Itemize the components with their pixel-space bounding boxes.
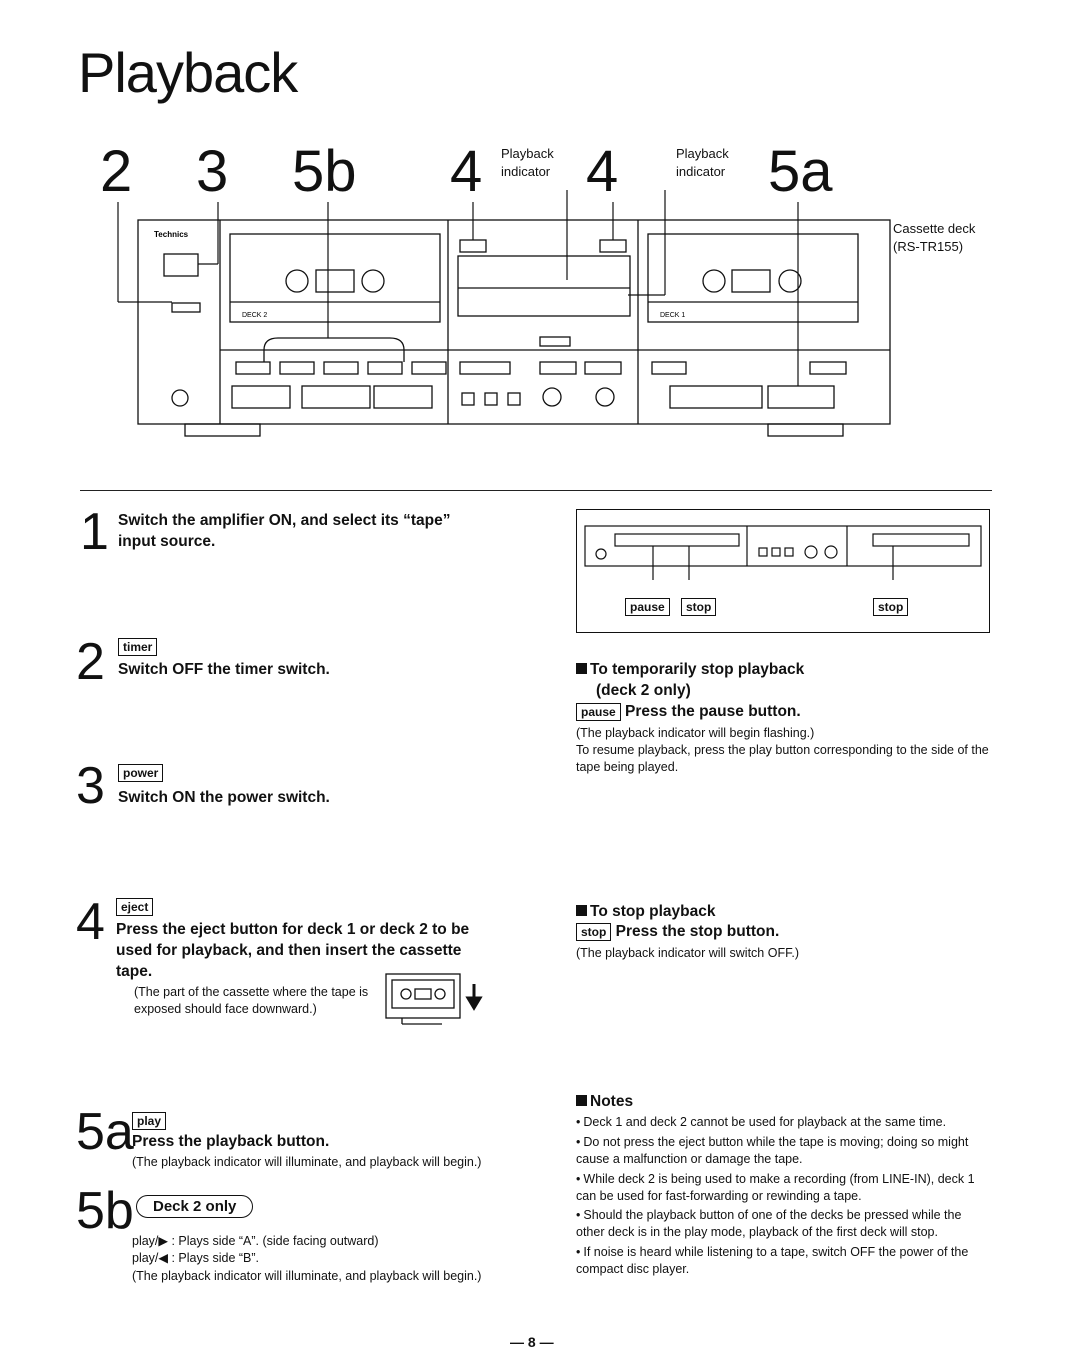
pause-heading-sub: (deck 2 only) [596, 682, 691, 699]
panel-front-drawing [584, 525, 982, 580]
pause-note-1: (The playback indicator will begin flash… [576, 726, 815, 740]
step-5b-line1: play/▶ : Plays side “A”. (side facing ou… [132, 1234, 379, 1248]
step-5a-note: (The playback indicator will illuminate,… [132, 1155, 482, 1169]
notes-list: Deck 1 and deck 2 cannot be used for pla… [576, 1114, 992, 1281]
step-2-number: 2 [76, 633, 105, 691]
button-panel-illustration: pause stop stop [576, 509, 990, 633]
callout-2: 2 [100, 139, 133, 204]
bullet-square-icon [576, 905, 587, 916]
step-5b-note: (The playback indicator will illuminate,… [132, 1269, 482, 1283]
note-item: If noise is heard while listening to a t… [576, 1244, 992, 1278]
note-item: Do not press the eject button while the … [576, 1134, 992, 1168]
bullet-square-icon [576, 663, 587, 674]
step-4-text: Press the eject button for deck 1 or dec… [116, 921, 470, 980]
pause-key-label: pause [576, 703, 621, 721]
callout-4-right: 4 [586, 139, 619, 204]
step-5b-line2: play/◀ : Plays side “B”. [132, 1251, 260, 1265]
callout-5b: 5b [292, 139, 357, 204]
section-divider [80, 490, 992, 491]
callout-4-left: 4 [450, 139, 483, 204]
device-label: Cassette deck (RS-TR155) [893, 221, 976, 254]
step-4-note: (The part of the cassette where the tape… [134, 985, 369, 1016]
step-4-number: 4 [76, 893, 105, 951]
pause-note-2: To resume playback, press the play butto… [576, 743, 989, 774]
pause-button-label: pause [625, 598, 670, 616]
step-3-text: Switch ON the power switch. [118, 789, 330, 806]
eject-key-label: eject [116, 898, 154, 916]
step-1-text: Switch the amplifier ON, and select its … [118, 512, 451, 550]
notes-heading: Notes [576, 1092, 633, 1113]
cassette-deck-illustration: Technics DECK 2 DECK 1 [117, 190, 891, 437]
deck2-label: DECK 2 [242, 312, 267, 319]
callout-5a: 5a [768, 139, 833, 204]
note-item: While deck 2 is being used to make a rec… [576, 1171, 992, 1205]
deck1-label: DECK 1 [660, 312, 685, 319]
play-key-label: play [132, 1112, 167, 1130]
stop-button-label-deck1: stop [873, 598, 909, 616]
page-title: Playback [78, 41, 298, 104]
deck2-only-badge: Deck 2 only [136, 1195, 254, 1218]
step-3-number: 3 [76, 757, 105, 815]
timer-key-label: timer [118, 638, 158, 656]
step-1-number: 1 [80, 503, 109, 561]
playback-indicator-label-left: Playback indicator [501, 146, 554, 179]
stop-heading: To stop playback [576, 902, 715, 923]
stop-note: (The playback indicator will switch OFF.… [576, 946, 799, 960]
playback-indicator-label-right: Playback indicator [676, 146, 729, 179]
brand-logo: Technics [154, 230, 189, 239]
stop-action: stop Press the stop button. [576, 922, 779, 943]
stop-button-label-deck2: stop [681, 598, 717, 616]
bullet-square-icon [576, 1095, 587, 1106]
step-5a-text: Press the playback button. [132, 1133, 330, 1150]
stop-key-label: stop [576, 923, 612, 941]
power-key-label: power [118, 764, 164, 782]
note-item: Should the playback button of one of the… [576, 1207, 992, 1241]
page-number: — 8 — [510, 1334, 554, 1350]
pause-heading: To temporarily stop playback [576, 660, 804, 681]
cassette-insert-illustration [385, 973, 483, 1025]
step-5b-number: 5b [76, 1182, 134, 1240]
pause-action: pause Press the pause button. [576, 702, 801, 723]
step-2-text: Switch OFF the timer switch. [118, 661, 330, 678]
callout-3: 3 [196, 139, 229, 204]
note-item: Deck 1 and deck 2 cannot be used for pla… [576, 1114, 992, 1131]
step-5a-number: 5a [76, 1103, 134, 1161]
